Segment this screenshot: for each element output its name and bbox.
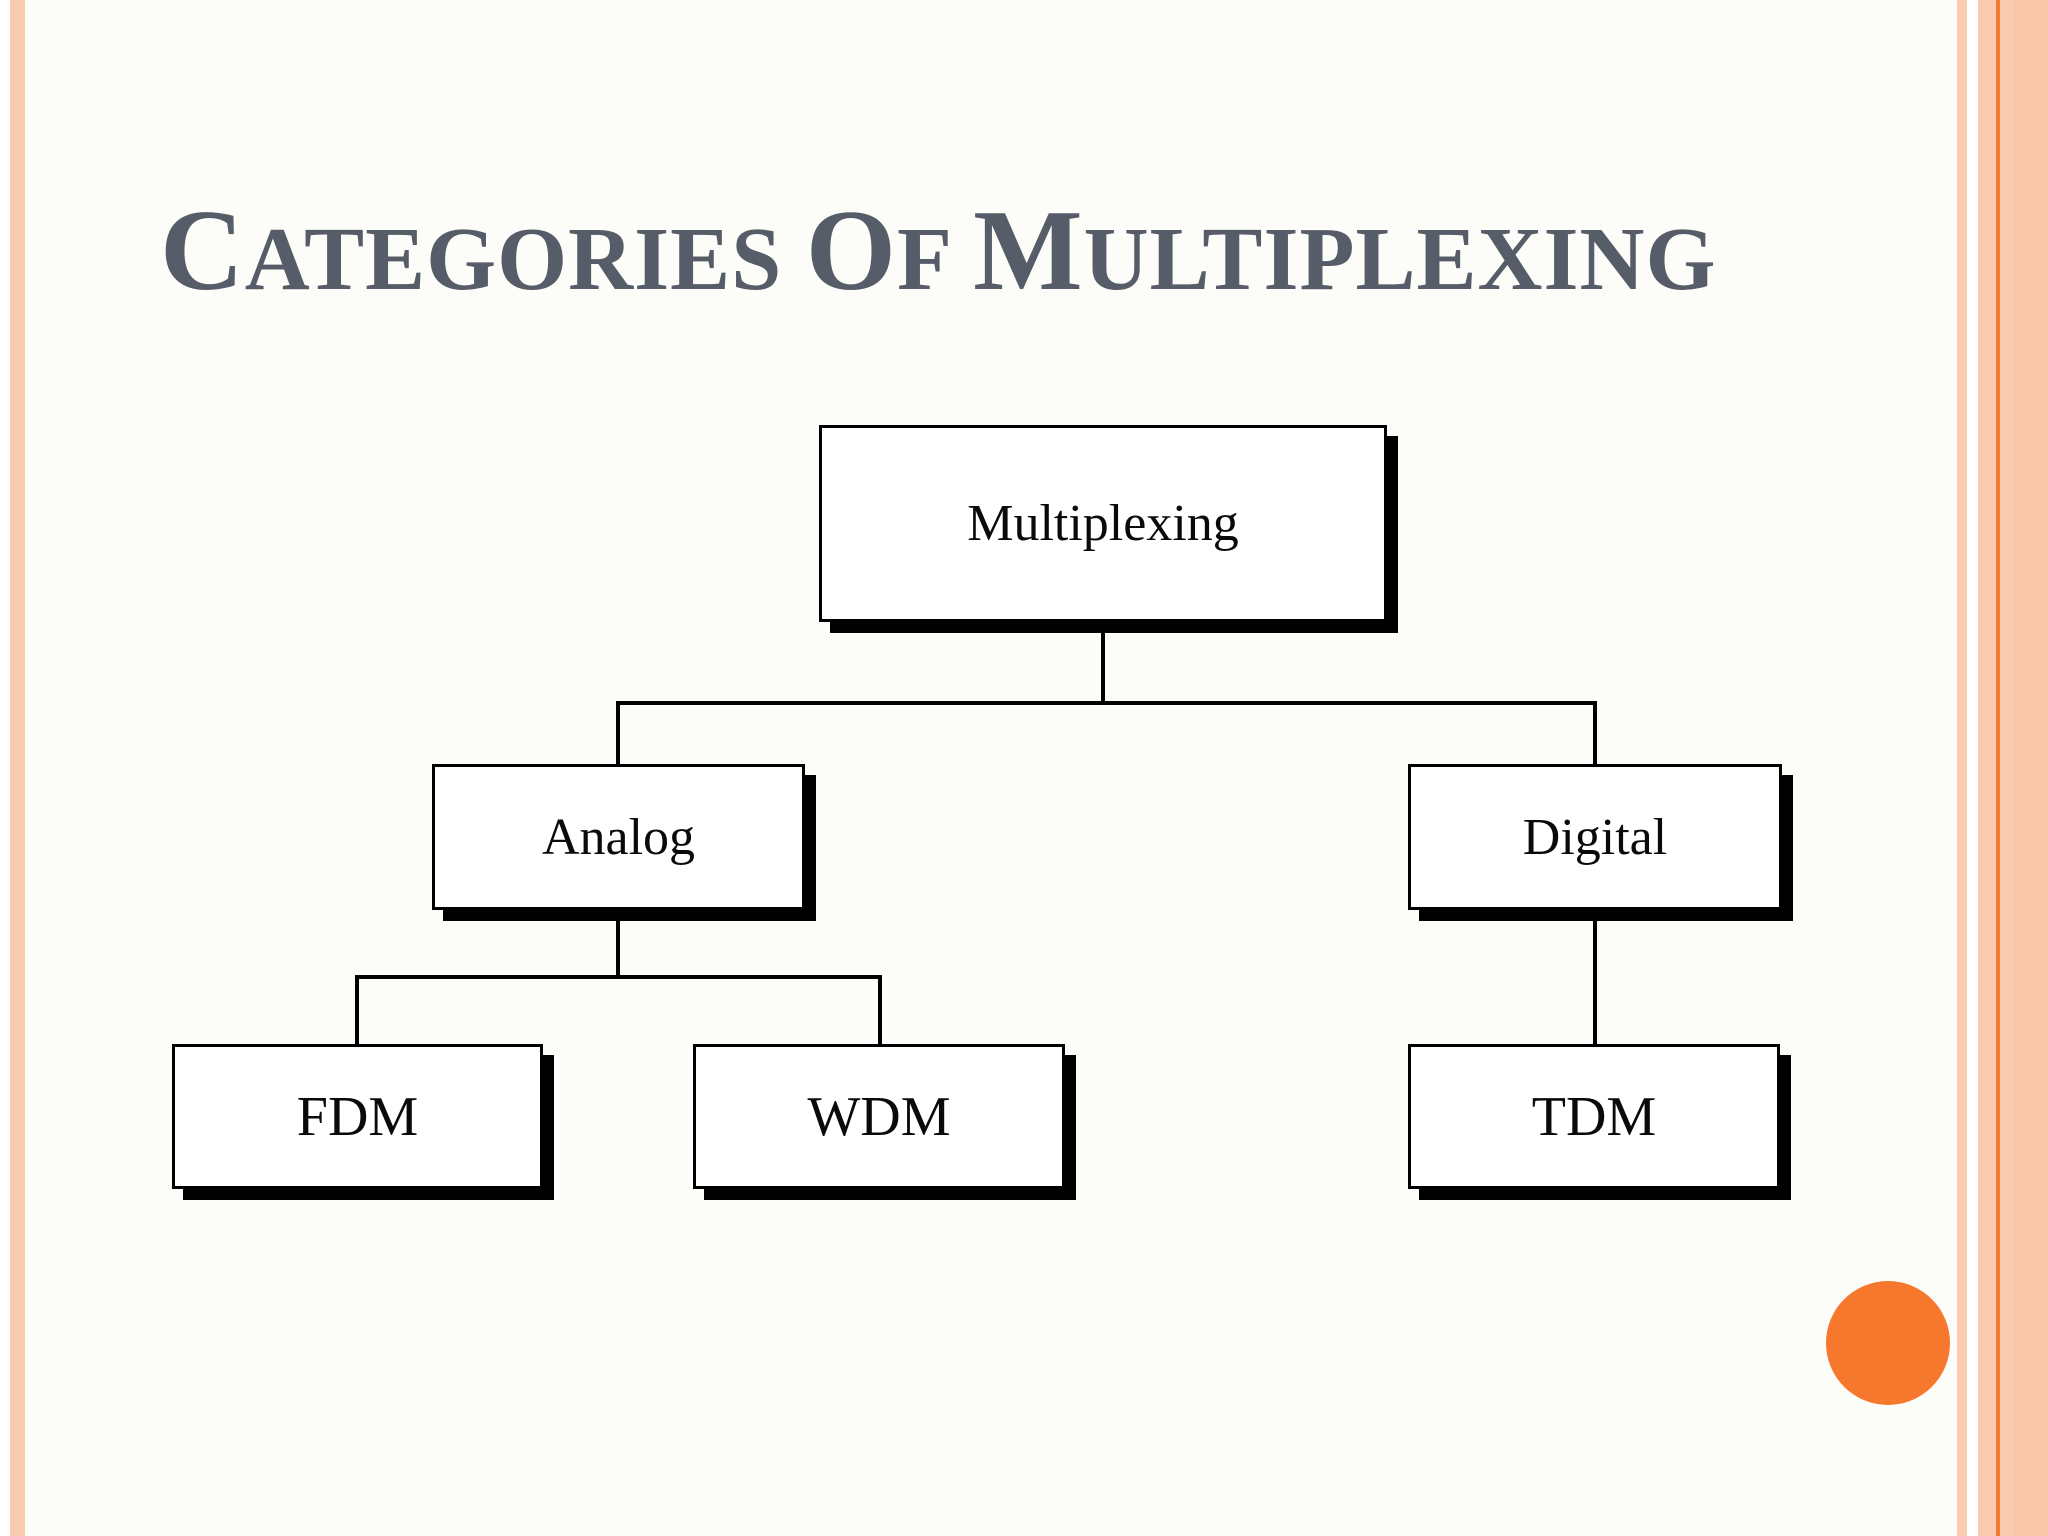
node-tdm-label: TDM: [1531, 1085, 1657, 1148]
connector-level2-horizontal: [355, 975, 882, 979]
connector-to-analog: [616, 701, 620, 768]
right-white-edge: [1967, 0, 1978, 1536]
slide-title: CATEGORIES OF MULTIPLEXING: [160, 187, 1717, 315]
connector-multiplexing-down: [1101, 620, 1105, 705]
node-tdm: TDM: [1408, 1044, 1780, 1189]
connector-digital-to-tdm: [1593, 908, 1597, 1048]
node-wdm: WDM: [693, 1044, 1065, 1189]
node-multiplexing: Multiplexing: [819, 425, 1387, 622]
node-wdm-label: WDM: [807, 1085, 951, 1148]
node-fdm: FDM: [172, 1044, 543, 1189]
right-border-stripe-thin: [1957, 0, 1967, 1536]
connector-to-digital: [1593, 701, 1597, 768]
connector-to-fdm: [355, 975, 359, 1048]
node-digital: Digital: [1408, 764, 1782, 910]
node-multiplexing-label: Multiplexing: [967, 495, 1239, 552]
node-analog: Analog: [432, 764, 805, 910]
node-analog-label: Analog: [541, 808, 696, 866]
left-white-edge: [0, 0, 10, 1536]
accent-circle-decoration: [1826, 1281, 1950, 1405]
node-fdm-label: FDM: [296, 1085, 419, 1148]
connector-analog-down: [616, 908, 620, 979]
left-border-stripe: [10, 0, 25, 1536]
connector-level1-horizontal: [616, 701, 1597, 705]
right-border-stripe-dark: [2014, 0, 2048, 1536]
connector-to-wdm: [878, 975, 882, 1048]
right-border-accent-line: [1996, 0, 2000, 1536]
node-digital-label: Digital: [1522, 808, 1668, 866]
